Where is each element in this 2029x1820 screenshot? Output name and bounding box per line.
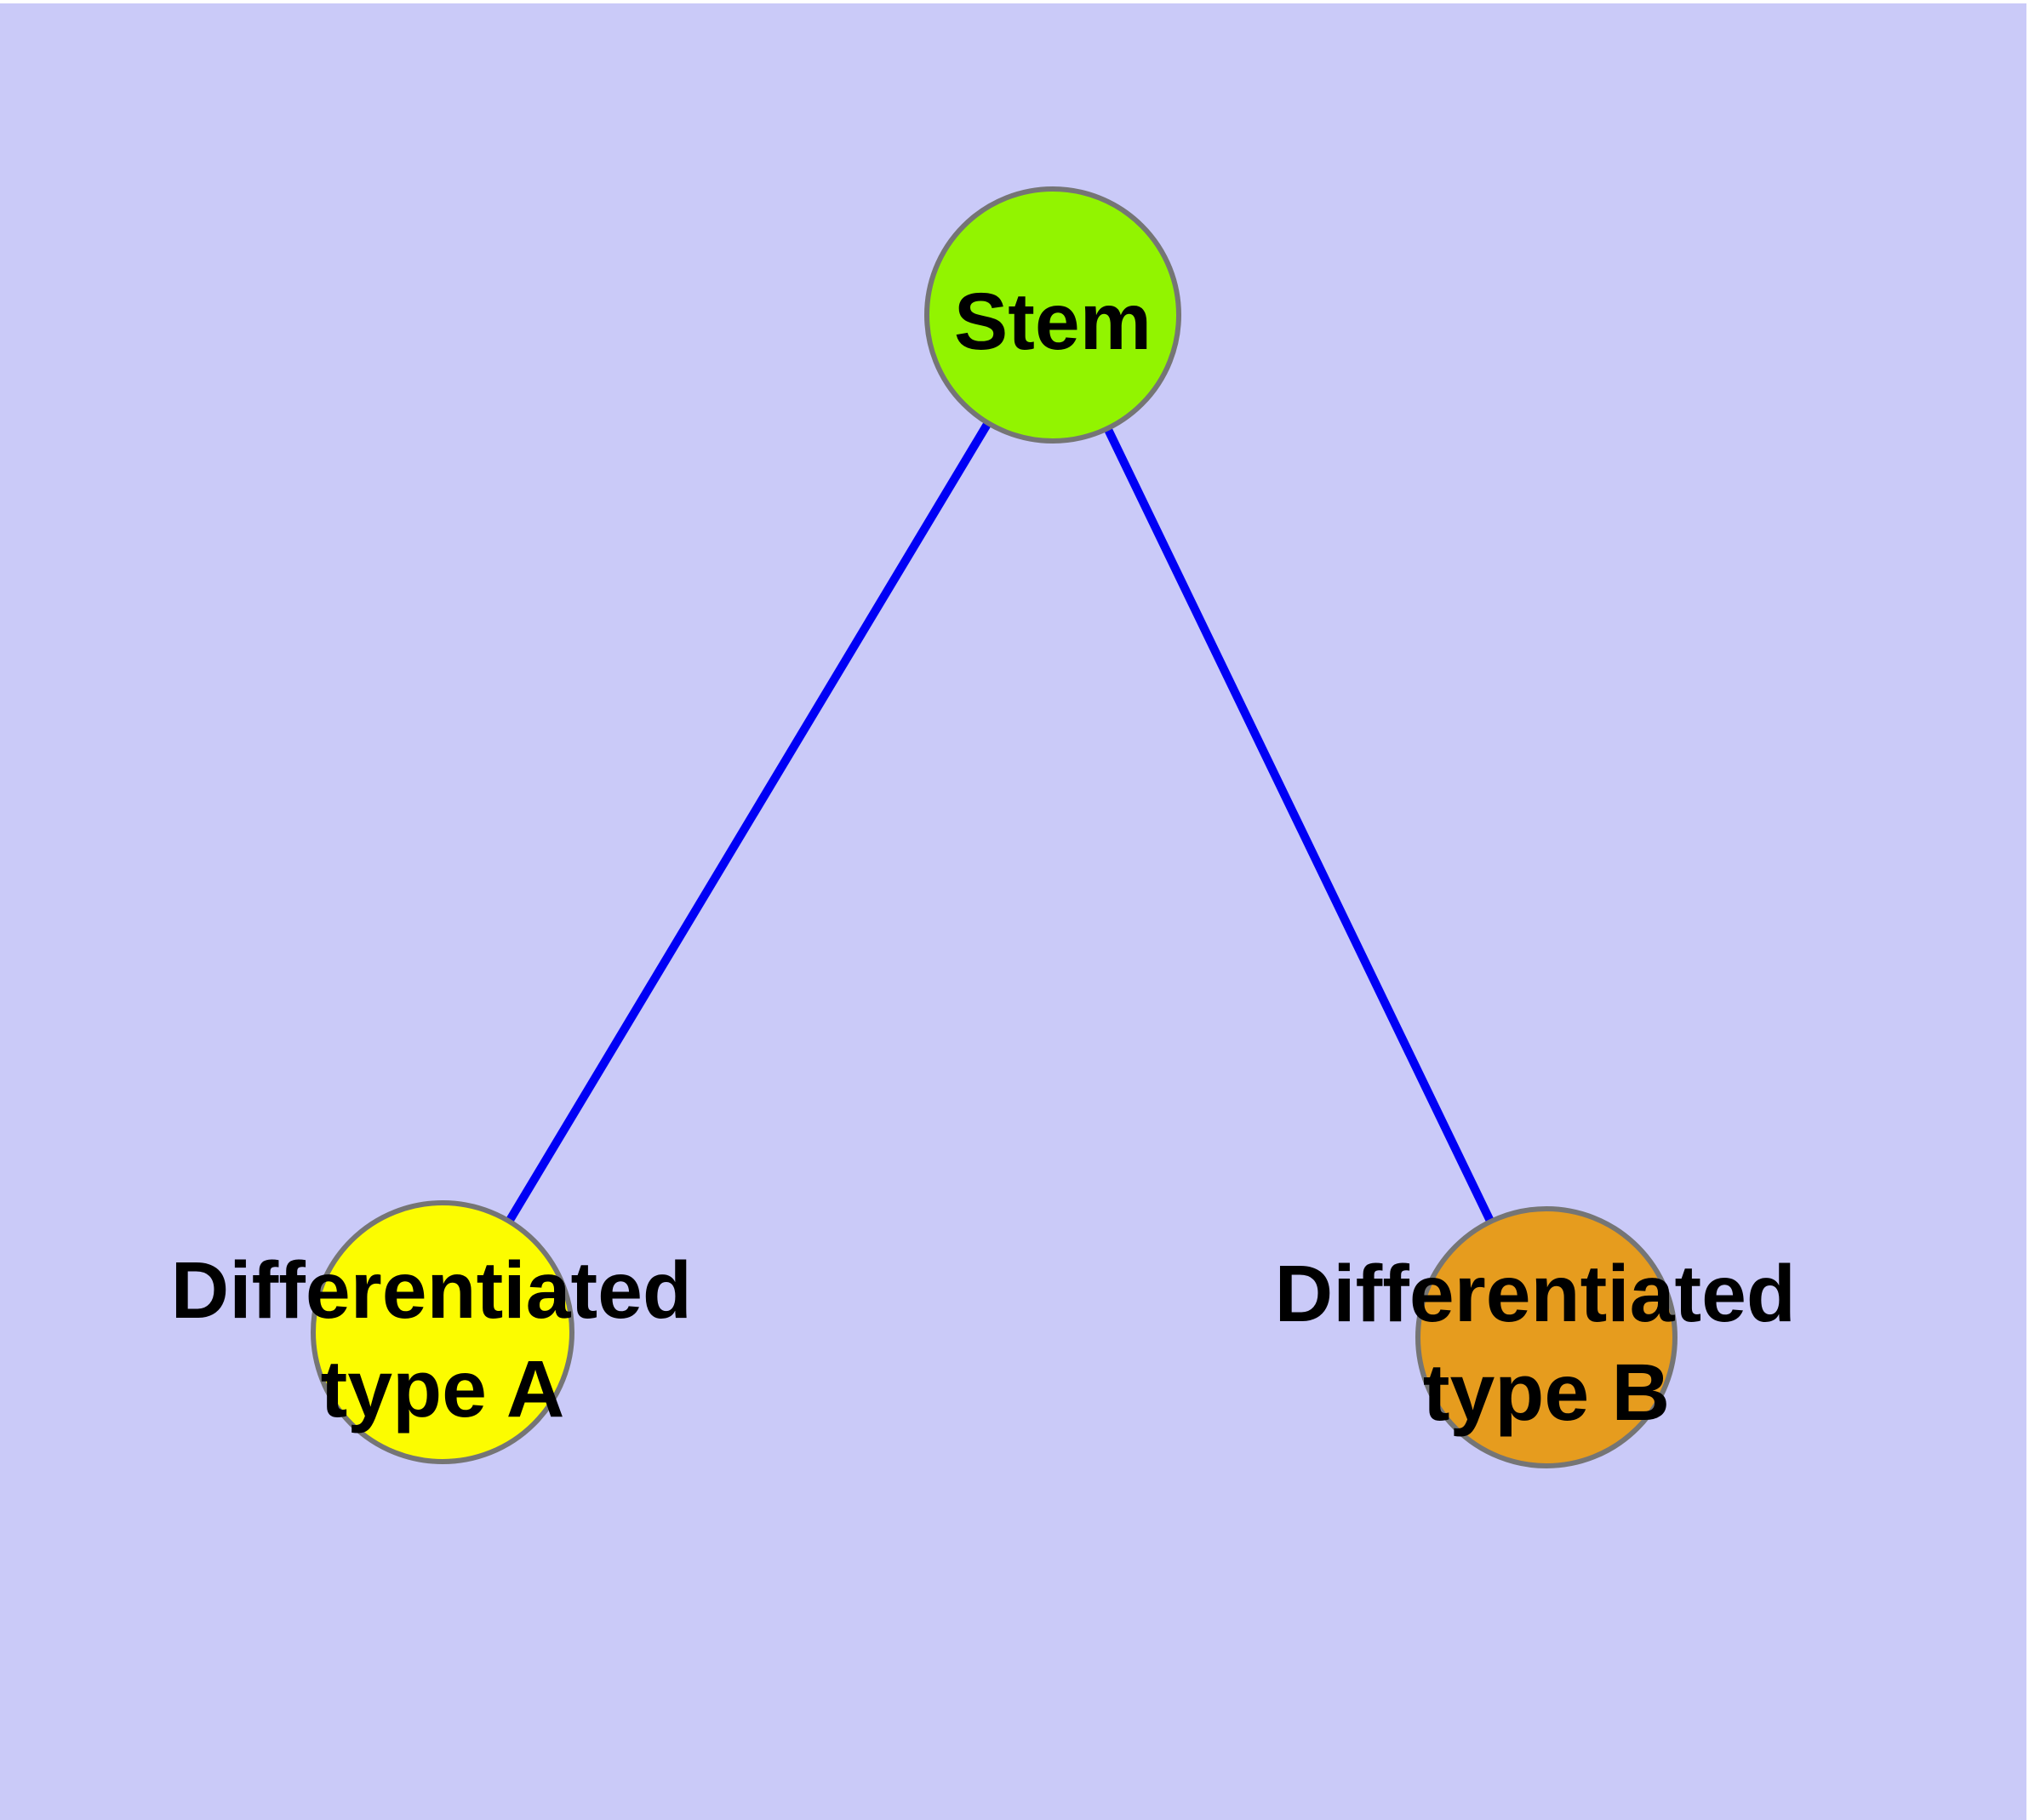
- node-type-b-label: Differentiated type B: [1275, 1249, 1819, 1438]
- edge-stem-to-type-a: [438, 312, 1057, 1335]
- node-type-a-label: Differentiated type A: [171, 1245, 715, 1434]
- node-stem-label: Stem: [954, 277, 1152, 367]
- node-type-a-label-line2: type A: [321, 1344, 565, 1434]
- edge-stem-to-type-b: [1049, 312, 1551, 1340]
- node-differentiated-type-b: [1415, 1206, 1677, 1468]
- node-type-b-label-line1: Differentiated: [1275, 1249, 1796, 1339]
- node-stem: [924, 186, 1181, 444]
- node-differentiated-type-a: [311, 1200, 574, 1464]
- node-type-a-label-line1: Differentiated: [171, 1245, 692, 1336]
- node-type-b-label-line2: type B: [1423, 1348, 1670, 1438]
